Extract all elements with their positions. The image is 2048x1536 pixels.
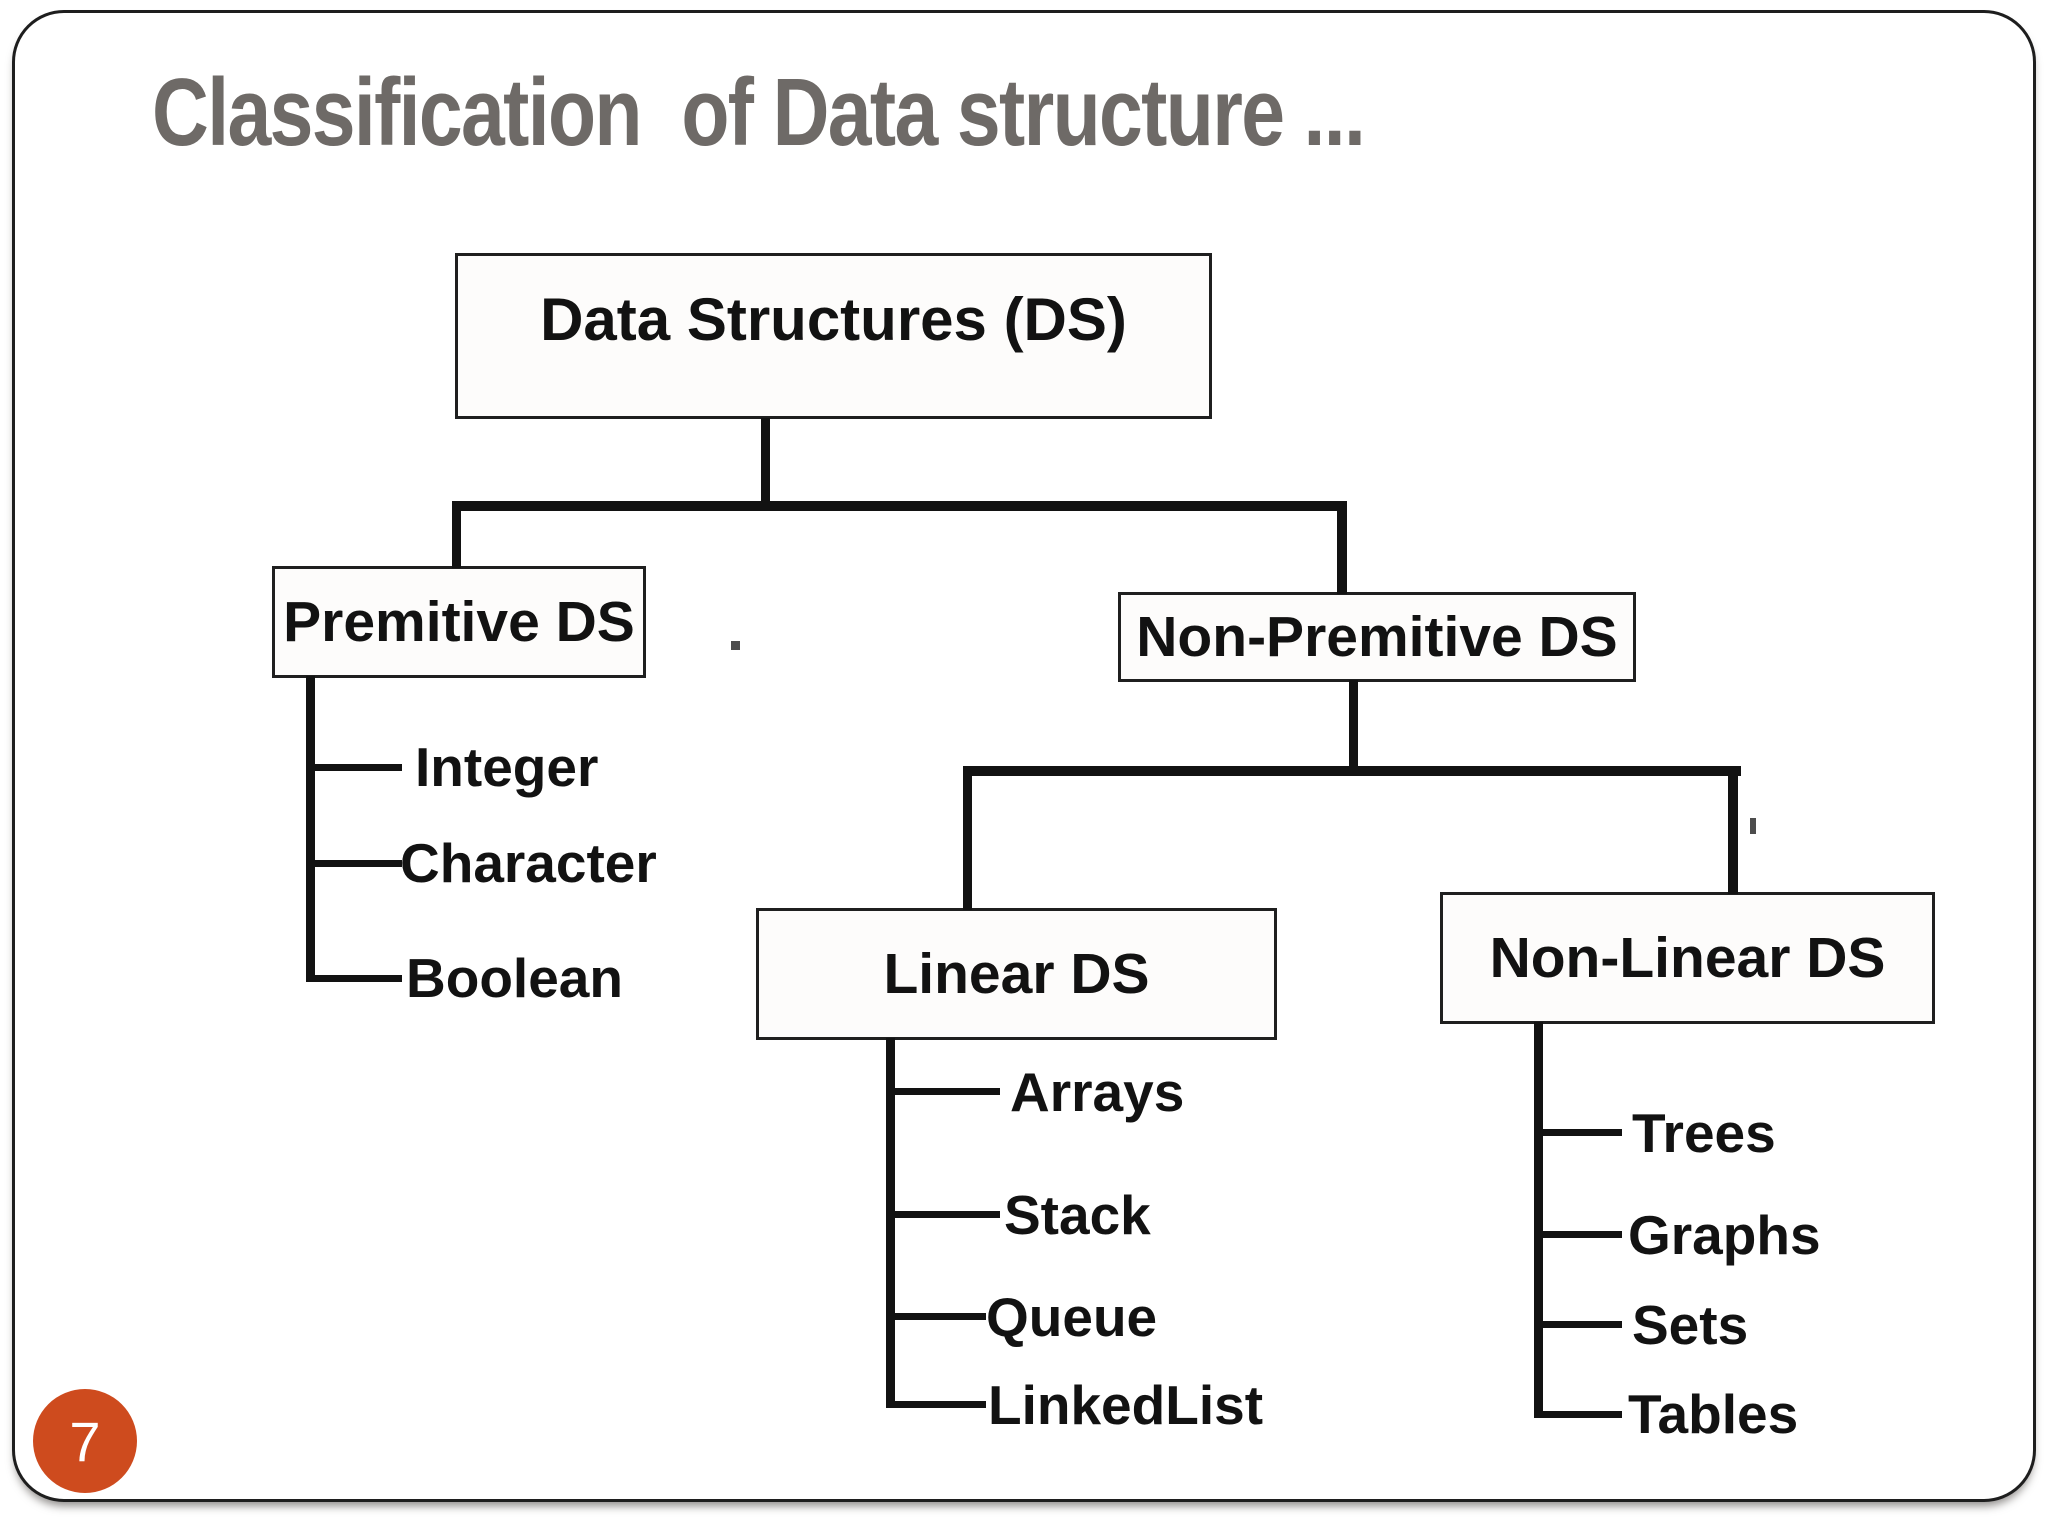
leaf-trees: Trees bbox=[1632, 1102, 1776, 1164]
connector-drop-non-linear bbox=[1728, 766, 1738, 894]
connector-drop-premitive bbox=[452, 501, 461, 568]
leaf-linkedlist: LinkedList bbox=[988, 1374, 1264, 1436]
leaf-stack: Stack bbox=[1004, 1184, 1151, 1246]
connector-tick-sets bbox=[1534, 1321, 1622, 1328]
node-box-linear-ds: Linear DS bbox=[756, 908, 1277, 1040]
leaf-arrays: Arrays bbox=[1010, 1061, 1185, 1123]
node-box-data-structures: Data Structures (DS) bbox=[455, 253, 1212, 419]
leaf-graphs: Graphs bbox=[1628, 1204, 1821, 1266]
connector-level1-rail bbox=[452, 501, 1346, 511]
leaf-sets: Sets bbox=[1632, 1294, 1749, 1356]
leaf-boolean: Boolean bbox=[406, 947, 623, 1009]
leaf-tables: Tables bbox=[1628, 1383, 1799, 1445]
scan-artifact-dot bbox=[731, 641, 740, 650]
connector-drop-linear bbox=[963, 766, 972, 910]
node-box-non-premitive-ds: Non-Premitive DS bbox=[1118, 592, 1636, 682]
connector-tick-graphs bbox=[1534, 1231, 1622, 1238]
node-box-non-linear-ds: Non-Linear DS bbox=[1440, 892, 1935, 1024]
connector-premitive-spine bbox=[306, 676, 315, 982]
page-number: 7 bbox=[69, 1409, 101, 1473]
connector-linear-spine bbox=[886, 1038, 895, 1408]
slide-frame bbox=[12, 10, 2036, 1502]
connector-tick-arrays bbox=[886, 1088, 1000, 1095]
connector-tick-trees bbox=[1534, 1129, 1622, 1136]
leaf-integer: Integer bbox=[415, 736, 599, 798]
connector-tick-linkedlist bbox=[886, 1401, 986, 1408]
connector-tick-boolean bbox=[306, 975, 402, 982]
connector-tick-character bbox=[306, 860, 402, 867]
connector-tick-integer bbox=[306, 764, 402, 771]
leaf-queue: Queue bbox=[986, 1286, 1158, 1348]
connector-tick-queue bbox=[886, 1313, 986, 1320]
page-title: Classification of Data structure ... bbox=[152, 59, 1366, 166]
connector-level2-rail bbox=[963, 766, 1741, 776]
connector-tick-stack bbox=[886, 1211, 1000, 1218]
connector-non-linear-spine bbox=[1534, 1022, 1543, 1418]
connector-root-stub bbox=[761, 418, 770, 510]
connector-drop-non-premitive bbox=[1337, 501, 1347, 594]
node-box-premitive-ds: Premitive DS bbox=[272, 566, 646, 678]
connector-non-premitive-stub bbox=[1349, 680, 1358, 772]
leaf-character: Character bbox=[400, 832, 657, 894]
page-number-badge: 7 bbox=[33, 1389, 137, 1493]
scan-artifact-tick bbox=[1750, 818, 1756, 834]
connector-tick-tables bbox=[1534, 1411, 1622, 1418]
